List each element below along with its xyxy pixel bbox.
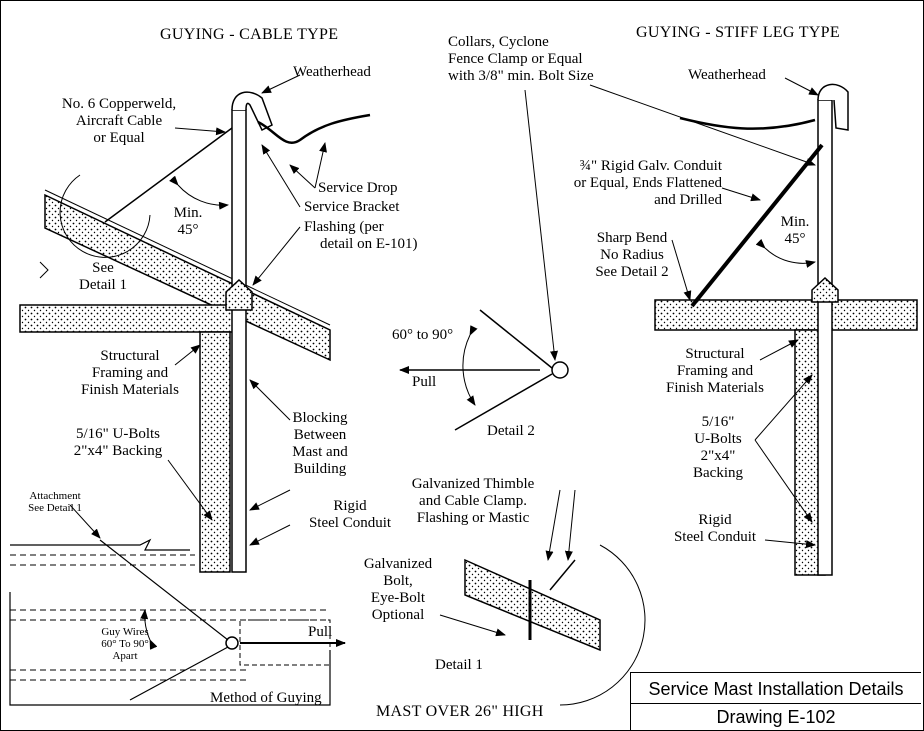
- detail-1-cable: [549, 559, 576, 591]
- cable-service-bracket-label: Service Bracket: [304, 199, 400, 215]
- detail-2-drawing: [399, 84, 816, 431]
- title-block-name: Service Mast Installation Details: [631, 675, 921, 704]
- cable-angle-arc: [169, 175, 229, 210]
- detail-2-upper-leg: [479, 309, 553, 369]
- cable-roof-shingles: [44, 189, 331, 326]
- cable-type-drawing: [19, 74, 371, 573]
- cable-wall: [199, 331, 231, 573]
- stiff-leg-conduit: [690, 143, 824, 308]
- heading-stiff-leg-type: GUYING - STIFF LEG TYPE: [636, 24, 840, 41]
- stiff-mast: [817, 99, 833, 576]
- method-mast-eye: [225, 636, 239, 650]
- stiff-roof-beam: [654, 299, 918, 331]
- detail-2-angle-arc: [462, 325, 478, 406]
- heading-detail-1: Detail 1: [435, 657, 483, 673]
- stiff-weatherhead-label: Weatherhead: [688, 67, 766, 83]
- method-roof-outline: [9, 592, 331, 706]
- cable-ceiling-beam: [19, 304, 236, 333]
- heading-method-of-guying: Method of Guying: [210, 690, 322, 706]
- heading-detail-2: Detail 2: [487, 423, 535, 439]
- cable-mast: [231, 109, 247, 573]
- method-pull-label: Pull: [308, 624, 333, 640]
- stiff-weatherhead-icon: [817, 83, 849, 131]
- detail-2-angle-label: 60° to 90°: [392, 327, 454, 343]
- detail-1-drawing: [439, 489, 646, 706]
- title-block-drawing-number: Drawing E-102: [716, 707, 836, 727]
- cable-weatherhead-label: Weatherhead: [293, 64, 371, 80]
- heading-cable-type: GUYING - CABLE TYPE: [160, 26, 339, 43]
- detail-1-roof: [464, 558, 601, 652]
- cable-guy-wire: [104, 127, 233, 223]
- stiff-flashing: [811, 276, 839, 303]
- stiff-service-drop-wire: [679, 116, 816, 130]
- stiff-angle-arc: [755, 238, 816, 268]
- detail-2-eye: [551, 361, 569, 379]
- cable-detail-circle: [59, 174, 151, 258]
- cable-service-drop-label: Service Drop: [318, 180, 398, 196]
- method-guy-wire-2: [129, 646, 229, 701]
- heading-mast-over: MAST OVER 26" HIGH: [376, 703, 544, 720]
- stiff-min-angle-label: Min.45°: [780, 214, 810, 247]
- detail-2-pull-label: Pull: [412, 374, 437, 390]
- cable-break-mark: [39, 261, 49, 279]
- detail-2-lower-leg: [454, 373, 553, 431]
- stiff-leg-drawing: [654, 77, 918, 576]
- detail-1-circle: [559, 544, 646, 706]
- title-block: Service Mast Installation Details Drawin…: [630, 672, 921, 730]
- cable-min-angle-label: Min.45°: [173, 205, 203, 238]
- cable-service-drop-wire: [257, 113, 371, 144]
- cable-flashing: [225, 278, 253, 311]
- method-guy-wire-1: [99, 539, 229, 641]
- method-of-guying-drawing: [9, 504, 346, 706]
